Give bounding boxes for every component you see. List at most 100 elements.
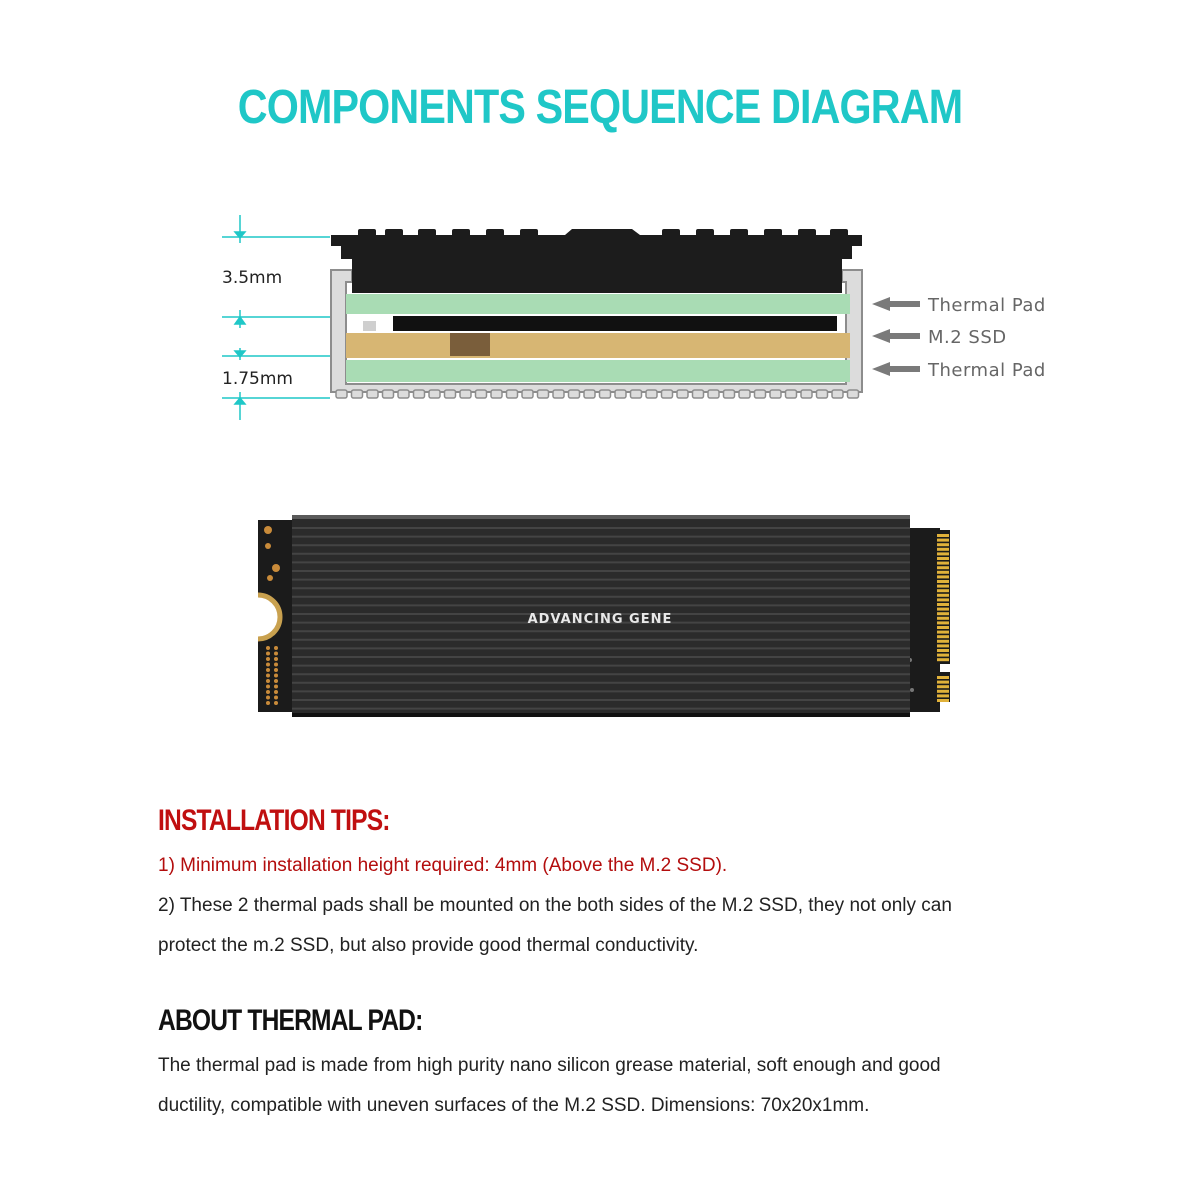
heatsink-fin	[645, 389, 658, 399]
heatsink-fin	[412, 389, 426, 399]
heatsink-fin	[335, 389, 348, 399]
gold-contact	[937, 689, 949, 693]
pcb-pad	[274, 695, 278, 700]
installation-tip-1: 1) Minimum installation height required:…	[158, 855, 728, 876]
heatsink-fin	[831, 389, 844, 399]
heatsink-fin	[567, 389, 581, 399]
heatsink-fin	[800, 389, 813, 399]
gold-contact	[937, 649, 949, 652]
heatsink-fin	[722, 389, 736, 399]
pcb-pad	[266, 668, 270, 672]
label-top-thermal-pad: Thermal Pad	[927, 295, 1046, 316]
heatsink-fin	[769, 389, 782, 399]
pcb-pad	[266, 679, 270, 683]
gold-contact	[937, 557, 949, 560]
gold-contact	[937, 543, 949, 547]
gold-contact	[937, 685, 949, 689]
pcb-pad	[266, 657, 270, 661]
ssd-controller	[450, 333, 490, 356]
gold-contact	[937, 607, 949, 611]
gold-contact	[937, 616, 949, 620]
pcb-pad	[266, 690, 270, 694]
gold-contact	[937, 580, 949, 583]
gold-contact	[937, 584, 949, 588]
pcb-pad	[266, 662, 270, 667]
installation-tip-2-line-1: 2) These 2 thermal pads shall be mounted…	[158, 895, 952, 916]
gold-contact	[937, 694, 949, 698]
ssd-small-component	[363, 321, 376, 331]
pcb-pad	[274, 690, 278, 694]
dimension-label-bottom: 1.75mm	[222, 369, 293, 389]
gold-contact	[937, 534, 949, 537]
pcb-pad	[274, 679, 278, 683]
pcb-pad	[274, 701, 278, 705]
heatsink-fin	[490, 389, 503, 399]
installation-tip-2-line-2: protect the m.2 SSD, but also provide go…	[158, 935, 699, 956]
gold-contact	[937, 561, 949, 565]
pcb-pad	[266, 651, 270, 656]
gold-contact	[937, 570, 949, 574]
gold-contact	[937, 658, 949, 662]
heatsink-fin	[521, 389, 534, 399]
heatsink-fin	[738, 389, 751, 399]
bottom-heatsink	[330, 269, 863, 399]
gold-contact	[937, 639, 949, 643]
cross-section-diagram: 3.5mm 1.75mm Thermal Pad M.2 SSD Thermal…	[222, 215, 1046, 420]
bottom-thermal-pad	[346, 360, 850, 382]
gold-contact	[937, 680, 949, 684]
gold-contact	[937, 575, 949, 579]
heatsink-fin	[520, 229, 538, 237]
heatsink-fin	[552, 389, 565, 399]
gold-contact	[937, 538, 949, 542]
thermal-pad-heading: ABOUT THERMAL PAD:	[158, 1004, 423, 1037]
heatsink-fin	[691, 389, 705, 399]
heatsink-fin	[730, 229, 748, 237]
thermal-pad-line-1: The thermal pad is made from high purity…	[158, 1055, 941, 1076]
pcb-pad	[266, 673, 270, 678]
aluminum-heatsink	[292, 515, 910, 717]
ssd-chip-layer	[393, 316, 837, 331]
gold-contact	[937, 635, 949, 639]
pcb-pad	[274, 646, 278, 650]
heatsink-fin	[830, 229, 848, 237]
heatsink-fin	[459, 389, 472, 399]
gold-contact	[937, 593, 949, 597]
heatsink-fin	[764, 229, 782, 237]
installation-tips-heading: INSTALLATION TIPS:	[158, 804, 390, 837]
gold-contact	[937, 552, 949, 556]
gold-contact	[937, 676, 949, 679]
heatsink-fin	[443, 389, 457, 399]
gold-contact	[937, 699, 949, 702]
heatsink-fin	[358, 229, 376, 237]
pcb-pad	[274, 673, 278, 678]
pcb-pad	[266, 701, 270, 705]
heatsink-fin	[798, 229, 816, 237]
heatsink-fin	[350, 389, 364, 399]
gold-contact	[937, 644, 949, 648]
ssd-pcb	[346, 333, 850, 358]
heatsink-fin	[505, 389, 519, 399]
gold-contact	[937, 566, 949, 570]
page-title: COMPONENTS SEQUENCE DIAGRAM	[237, 81, 963, 134]
pcb-pad	[274, 684, 278, 689]
gold-contact	[937, 626, 949, 629]
heatsink-fin	[696, 229, 714, 237]
heatsink-fin	[676, 389, 689, 399]
pcb-pad	[274, 662, 278, 667]
heatsink-fin	[614, 389, 627, 399]
dimension-label-top: 3.5mm	[222, 268, 282, 288]
pcb-pad	[266, 695, 270, 700]
heatsink-fin	[846, 389, 860, 399]
top-heatsink	[331, 229, 862, 293]
heatsink-fin	[418, 229, 436, 237]
heatsink-fin	[385, 229, 403, 237]
heatsink-fin	[452, 229, 470, 237]
pcb-pad	[274, 668, 278, 672]
label-m2-ssd: M.2 SSD	[928, 327, 1007, 348]
gold-contact	[937, 589, 949, 593]
heatsink-fin	[474, 389, 488, 399]
heatsink-fin	[660, 389, 674, 399]
heatsink-fin	[707, 389, 720, 399]
heatsink-fin	[486, 229, 504, 237]
layer-arrows	[872, 297, 920, 376]
